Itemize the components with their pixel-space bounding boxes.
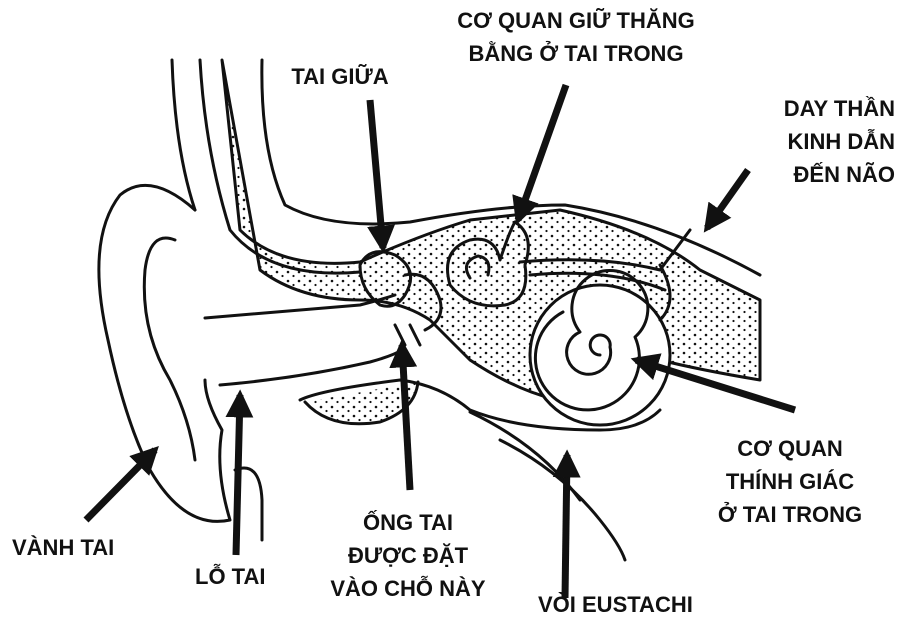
label-balance-organ: CƠ QUAN GIỮ THĂNG BẰNG Ở TAI TRONG: [420, 4, 732, 70]
temporal-bone: [222, 60, 760, 405]
arrow-tube-placement: [402, 345, 410, 490]
arrow-auricle: [86, 450, 155, 520]
label-auricle: VÀNH TAI: [12, 531, 162, 564]
label-ear-canal: LỖ TAI: [195, 560, 305, 593]
label-nerve: DAY THẦN KINH DẪN ĐẾN NÃO: [740, 92, 895, 191]
label-eustachian: VÒI EUSTACHI: [538, 588, 738, 621]
arrow-balance-organ: [518, 85, 566, 220]
skull-line-2: [172, 60, 195, 210]
label-middle-ear: TAI GIỮA: [270, 60, 410, 93]
auricle-inner: [144, 238, 195, 460]
arrow-middle-ear: [370, 100, 383, 248]
label-hearing-organ: CƠ QUAN THÍNH GIÁC Ở TAI TRONG: [690, 432, 890, 531]
arrow-ear-canal: [236, 395, 240, 555]
label-tube-placement: ỐNG TAI ĐƯỢC ĐẶT VÀO CHỖ NÀY: [318, 506, 498, 605]
auricle-outline: [99, 185, 230, 521]
ear-canal-bottom: [220, 350, 402, 385]
arrow-eustachian: [565, 455, 567, 598]
